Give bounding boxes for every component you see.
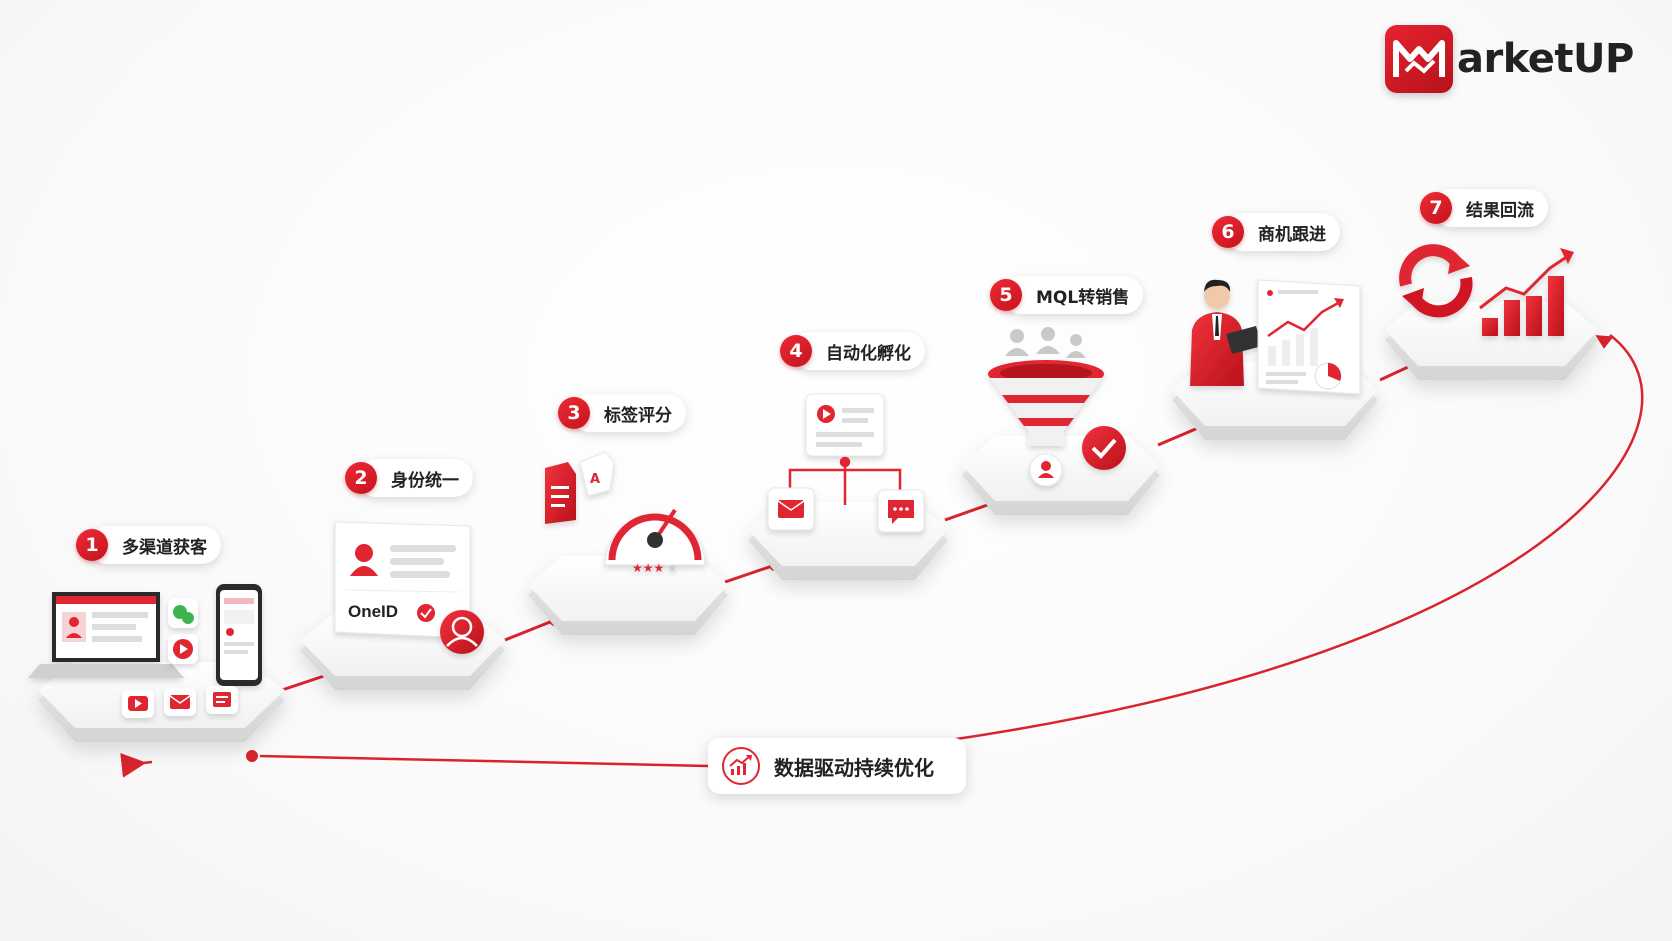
step-1-number: 1 <box>76 529 108 561</box>
marketup-logo: arketUP <box>1385 25 1634 93</box>
step-7-label: 7 结果回流 <box>1420 189 1548 227</box>
tag-icon: A <box>545 451 615 524</box>
loop-left-arrow <box>120 752 153 778</box>
step-3-text: 标签评分 <box>604 405 672 426</box>
salesperson-icon <box>1190 279 1262 386</box>
trend-chart-icon <box>722 747 760 785</box>
step-2-number: 2 <box>345 462 377 494</box>
step-6-text: 商机跟进 <box>1258 224 1326 245</box>
report-board-icon <box>1257 279 1361 395</box>
step-5-number: 5 <box>990 279 1022 311</box>
user-badge-icon <box>440 610 484 654</box>
funnel-icon <box>988 360 1104 446</box>
step-6-number: 6 <box>1212 216 1244 248</box>
svg-text:A: A <box>590 472 600 487</box>
loop-dot <box>246 750 258 762</box>
growth-chart-icon <box>1479 248 1574 336</box>
platform-7 <box>1385 302 1598 380</box>
step-4-text: 自动化孵化 <box>826 343 911 364</box>
step-2-text: 身份统一 <box>391 470 459 491</box>
flow-lines <box>788 456 902 505</box>
phone-icon <box>216 584 262 686</box>
step-3-number: 3 <box>558 397 590 429</box>
step-3-label: 3 标签评分 <box>558 394 686 432</box>
oneid-card: OneID <box>334 521 471 639</box>
step-1-label: 1 多渠道获客 <box>76 526 221 564</box>
content-card-icon <box>805 393 885 457</box>
step-7-number: 7 <box>1420 192 1452 224</box>
lead-user-icon <box>1029 453 1063 487</box>
logo-mark-icon <box>1385 25 1453 93</box>
step-5-text: MQL转销售 <box>1036 287 1130 308</box>
step-5-label: 5 MQL转销售 <box>990 276 1144 314</box>
people-icons <box>1005 327 1086 358</box>
form-channel-icon <box>206 686 238 714</box>
email-channel-icon <box>164 688 196 716</box>
logo-text: arketUP <box>1457 36 1634 82</box>
optimization-loop-text: 数据驱动持续优化 <box>774 755 934 780</box>
refresh-icon <box>1399 244 1473 318</box>
step-6-label: 6 商机跟进 <box>1212 213 1340 251</box>
youtube-channel-icon <box>122 690 154 718</box>
wechat-icon <box>168 598 198 628</box>
email-node-icon <box>767 487 815 531</box>
step-7-text: 结果回流 <box>1466 200 1534 221</box>
loop-return-curve <box>949 334 1644 742</box>
step-2-label: 2 身份统一 <box>345 459 473 497</box>
loop-arrowhead <box>1595 335 1614 349</box>
step-4-number: 4 <box>780 335 812 367</box>
step-1-text: 多渠道获客 <box>122 537 207 558</box>
chat-node-icon <box>877 489 925 533</box>
step-connectors <box>281 358 1424 692</box>
gauge-icon: ★★★ ★ <box>604 508 706 575</box>
step-4-label: 4 自动化孵化 <box>780 332 925 370</box>
platform-3 <box>528 556 728 635</box>
loop-return-line <box>259 754 709 768</box>
oneid-text: OneID <box>348 602 398 621</box>
video-icon <box>168 634 198 664</box>
laptop-icon <box>28 592 184 678</box>
svg-text:★: ★ <box>667 561 678 575</box>
optimization-loop-pill: 数据驱动持续优化 <box>708 738 966 794</box>
svg-text:★★★: ★★★ <box>632 561 664 575</box>
check-icon <box>1082 426 1126 470</box>
